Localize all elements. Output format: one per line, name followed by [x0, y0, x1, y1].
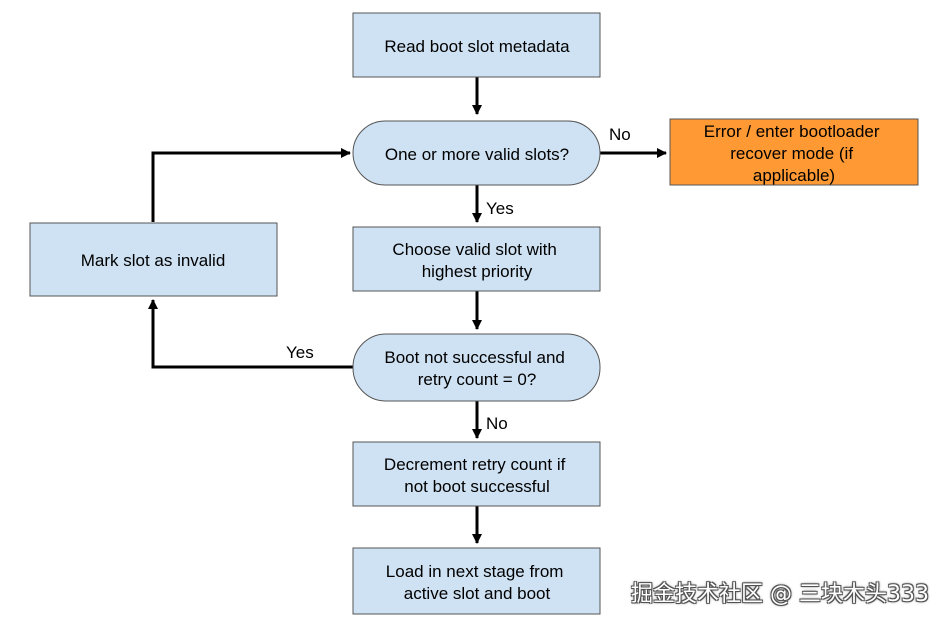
decision-valid-slots: One or more valid slots?	[352, 120, 601, 186]
svg-text:One or more valid slots?: One or more valid slots?	[385, 145, 569, 164]
node-read-metadata: Read boot slot metadata	[352, 12, 601, 78]
watermark-text: 掘金技术社区 @ 三块木头333	[631, 582, 929, 607]
node-error-line-2: recover mode (if	[730, 144, 853, 163]
svg-text:Boot not successful and: Boot not successful and retry count = 0?	[384, 348, 569, 389]
edge-boot-check-to-mark	[148, 299, 353, 369]
svg-text:Choose valid slot with h: Choose valid slot with highest priority	[392, 240, 561, 281]
svg-text:Mark slot as invalid: Mark slot as invalid	[81, 251, 226, 270]
edge-label-no-error: No	[609, 125, 631, 144]
svg-text:Error / enter bootloader: Error / enter bootloader recover mode (i…	[704, 122, 885, 185]
node-decrement-line-2: not boot successful	[404, 477, 550, 496]
edge-label-yes-mark: Yes	[286, 343, 314, 362]
svg-text:Load in next stage from: Load in next stage from active slot and …	[386, 562, 568, 603]
decision-boot-check: Boot not successful and retry count = 0?	[352, 333, 601, 402]
node-load-line-1: Load in next stage from	[386, 562, 564, 581]
node-choose-slot-line-1: Choose valid slot with	[392, 240, 556, 259]
edge-mark-to-decision	[151, 148, 351, 222]
decision-valid-slots-line-1: One or more valid slots?	[385, 145, 569, 164]
node-choose-slot-line-2: highest priority	[422, 262, 533, 281]
node-read-metadata-line-1: Read boot slot metadata	[384, 37, 570, 56]
node-decrement-line-1: Decrement retry count if	[384, 455, 566, 474]
connectors	[148, 77, 667, 544]
node-error-bootloader: Error / enter bootloader recover mode (i…	[669, 118, 919, 186]
node-error-line-1: Error / enter bootloader	[704, 122, 880, 141]
edge-label-no-decrement: No	[486, 414, 508, 433]
node-load-line-2: active slot and boot	[404, 584, 551, 603]
svg-text:Read boot slot metadata: Read boot slot metadata	[384, 37, 570, 56]
node-mark-invalid: Mark slot as invalid	[29, 222, 278, 297]
node-choose-slot: Choose valid slot with highest priority	[352, 226, 601, 292]
node-mark-invalid-line-1: Mark slot as invalid	[81, 251, 226, 270]
node-error-line-3: applicable)	[753, 166, 835, 185]
node-decrement-retry: Decrement retry count if not boot succes…	[352, 441, 601, 507]
edge-label-yes-choose: Yes	[486, 199, 514, 218]
svg-text:Decrement retry count if: Decrement retry count if not boot succes…	[384, 455, 570, 496]
node-load-next-stage: Load in next stage from active slot and …	[352, 547, 601, 615]
decision-boot-check-line-2: retry count = 0?	[418, 370, 537, 389]
decision-boot-check-line-1: Boot not successful and	[384, 348, 565, 367]
